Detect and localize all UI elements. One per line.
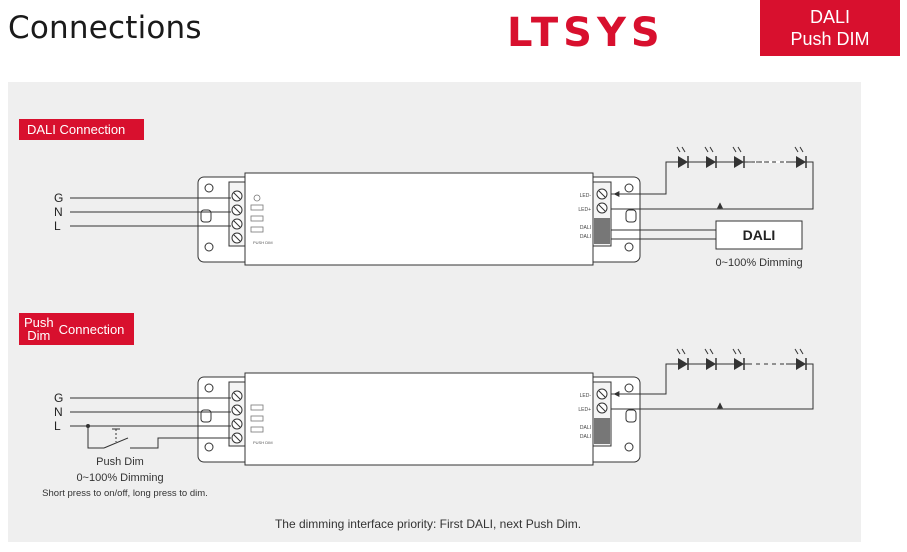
terminal-dali-a-2: DALI: [580, 425, 591, 431]
input-g: G: [54, 191, 63, 205]
page-title: Connections: [8, 10, 202, 46]
brand-logo: LTSYS: [507, 10, 665, 56]
dali-controller-label: DALI: [743, 227, 776, 243]
push-section-label-right: Connection: [58, 321, 125, 337]
input-g-2: G: [54, 391, 63, 405]
terminal-led-plus-2: LED+: [578, 407, 591, 413]
input-l-2: L: [54, 419, 61, 433]
dali-led-string: [611, 161, 814, 210]
push-dim-caption: PUSH DIM: [253, 240, 273, 245]
push-section-label: Push Dim Connection: [19, 313, 134, 345]
wiring-diagram: PUSH DIM LED- LED+ DALI DALI G N L: [42, 146, 814, 531]
push-led-string: [611, 363, 814, 410]
terminal-dali-a: DALI: [580, 225, 591, 231]
dali-input-wires: [70, 197, 231, 227]
push-section-label-bottom: Dim: [27, 328, 51, 343]
input-n: N: [54, 205, 63, 219]
terminal-dali-b-2: DALI: [580, 434, 591, 440]
dali-dimming-range: 0~100% Dimming: [715, 257, 802, 269]
push-section-label-top: Push: [24, 315, 54, 330]
push-leds: [676, 348, 807, 371]
push-section-label-stack: Push Dim: [24, 316, 54, 342]
push-usage-note: Short press to on/off, long press to dim…: [42, 488, 208, 499]
terminal-led-plus: LED+: [578, 207, 591, 213]
badge-line-2: Push DIM: [790, 29, 870, 49]
dali-driver: PUSH DIM LED- LED+ DALI DALI: [197, 172, 641, 266]
diagram-panel: PUSH DIM LED- LED+ DALI DALI G N L: [8, 82, 861, 542]
push-driver: PUSH DIM LED- LED+ DALI DALI: [197, 372, 641, 466]
dali-section-label: DALI Connection: [19, 119, 144, 140]
dali-controller-box: [715, 220, 803, 250]
input-n-2: N: [54, 405, 63, 419]
badge-line-1: DALI: [809, 7, 851, 27]
dali-control-wires: [611, 229, 716, 240]
input-l: L: [54, 219, 61, 233]
product-badge: DALI Push DIM: [760, 0, 900, 56]
push-switch-label: Push Dim: [96, 456, 144, 468]
terminal-dali-b: DALI: [580, 234, 591, 240]
terminal-led-minus-2: LED-: [580, 393, 592, 399]
push-switch-icon: [103, 428, 129, 449]
footer-note: The dimming interface priority: First DA…: [275, 517, 581, 531]
dali-leds: [676, 146, 807, 169]
terminal-led-minus: LED-: [580, 193, 592, 199]
push-dim-caption-2: PUSH DIM: [253, 440, 273, 445]
push-input-wires: [70, 397, 231, 449]
push-dimming-range: 0~100% Dimming: [76, 472, 163, 484]
